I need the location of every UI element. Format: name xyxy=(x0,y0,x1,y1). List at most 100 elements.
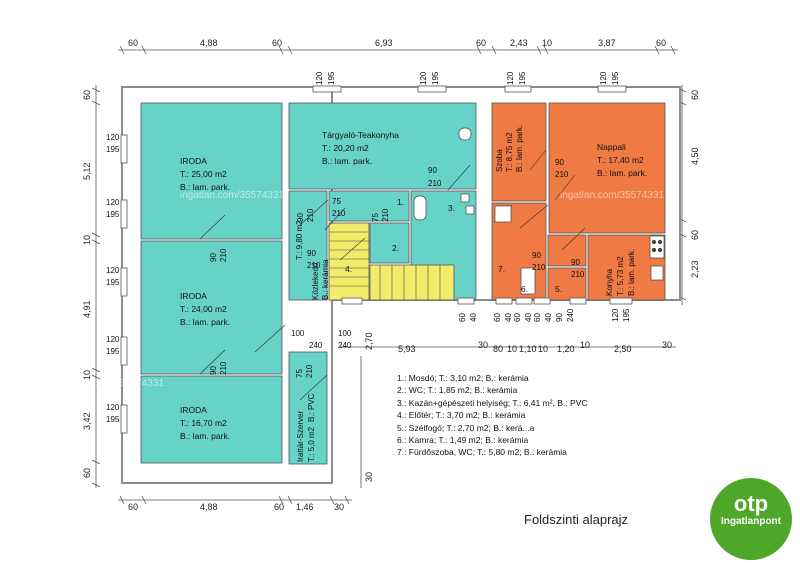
door-h: 210 xyxy=(219,248,228,262)
room-stairs xyxy=(328,222,370,301)
staircase xyxy=(329,231,441,300)
window-h: 40 xyxy=(544,313,553,322)
targyalo-area: T.: 20,20 m2 xyxy=(322,143,369,153)
konyha-floor: B.: lam. park. xyxy=(627,249,636,296)
door-w: 75 xyxy=(332,197,341,206)
iroda1-name: IRODA xyxy=(180,156,207,166)
dim-left: 60 xyxy=(82,468,92,478)
dim-left: 3,42 xyxy=(82,412,92,430)
door-w: 90 xyxy=(532,251,541,260)
dim-top: 60 xyxy=(476,38,486,48)
room-irattar xyxy=(288,351,328,465)
room-1-mosdo xyxy=(328,190,410,222)
dim-left: 10 xyxy=(82,235,92,245)
window-h: 240 xyxy=(566,308,575,322)
dim-bottom: 60 xyxy=(128,502,138,512)
door-h: 210 xyxy=(532,263,546,272)
watermark: ingatlan.com/35574331 xyxy=(60,378,164,389)
opening-w: 120 xyxy=(419,71,428,85)
dim-mid: 1,10 xyxy=(519,344,537,354)
door-h: 240 xyxy=(338,341,352,350)
dim-right: 2,23 xyxy=(690,260,700,278)
dim-mid: 1,20 xyxy=(557,344,575,354)
door-h: 210 xyxy=(571,270,585,279)
irattar-floor: B.: PVC xyxy=(307,393,316,422)
window-w: 60 xyxy=(533,313,542,322)
opening-labels: 120 195 120 195 120 195 120 195 120 195 … xyxy=(106,71,631,424)
door-h: 210 xyxy=(307,261,321,270)
room-iroda-2 xyxy=(140,240,283,375)
legend-item: 2.: WC; T.: 1,85 m2; B.: kerámia xyxy=(397,385,518,396)
dim-mid: 10 xyxy=(538,344,548,354)
room-targyalo xyxy=(288,102,477,190)
szoba-area: T.: 8,75 m2 xyxy=(505,132,514,172)
window-w: 60 xyxy=(493,313,502,322)
dim-right: 60 xyxy=(690,90,700,100)
nappali-area: T.: 17,40 m2 xyxy=(597,155,644,165)
dimension-labels: 60 4,88 60 6,93 60 2,43 10 3,87 60 60 4,… xyxy=(82,38,700,512)
door-h: 210 xyxy=(219,361,228,375)
nappali-floor: B.: lam. park. xyxy=(597,168,647,178)
door-w: 90 xyxy=(571,258,580,267)
door-h: 210 xyxy=(555,170,569,179)
door-w: 90 xyxy=(209,253,218,262)
dim-top: 6,93 xyxy=(375,38,393,48)
dim-left: 4,91 xyxy=(82,300,92,318)
plan-caption: Foldszinti alaprajz xyxy=(524,512,629,527)
dim-mid-left: 2,70 xyxy=(364,332,374,350)
iroda2-area: T.: 24,00 m2 xyxy=(180,304,227,314)
dim-top: 3,87 xyxy=(598,38,616,48)
room-4-eloter xyxy=(369,264,455,301)
dim-top: 60 xyxy=(128,38,138,48)
opening-h: 195 xyxy=(106,210,120,219)
door-h: 210 xyxy=(305,364,314,378)
dim-bottom: 30 xyxy=(334,502,344,512)
room-2-wc xyxy=(369,222,410,264)
dim-right: 4,50 xyxy=(690,147,700,165)
door-w: 90 xyxy=(307,249,316,258)
opening-h: 195 xyxy=(518,71,527,85)
dim-mid: 5,93 xyxy=(398,344,416,354)
iroda3-floor: B.: lam. park. xyxy=(180,431,230,441)
door-w: 100 xyxy=(291,329,305,338)
opening-h: 195 xyxy=(106,145,120,154)
door-h: 210 xyxy=(428,179,442,188)
dim-mid: 80 xyxy=(493,344,503,354)
legend-item: 3.: Kazán+gépészeti helyiség; T.: 6,41 m… xyxy=(397,397,588,408)
door-h: 210 xyxy=(381,208,390,222)
room-6-kamra xyxy=(547,267,587,301)
watermark: ingatlan.com/35574331 xyxy=(180,190,284,201)
dim-mid: 2,50 xyxy=(614,344,632,354)
irattar-area: T.: 5,0 m2 xyxy=(307,426,316,462)
opening-h: 195 xyxy=(106,415,120,424)
legend-item: 6.: Kamra; T.: 1,49 m2; B.: kerámia xyxy=(397,435,529,446)
windows xyxy=(120,85,633,434)
dim-left: 10 xyxy=(82,370,92,380)
room-szoba xyxy=(491,102,547,202)
otp-logo[interactable]: otp Ingatlanpont xyxy=(710,478,792,560)
window-w: 60 xyxy=(513,313,522,322)
door-w: 75 xyxy=(295,369,304,378)
window-h: 195 xyxy=(622,308,631,322)
kozlekedo-area: T.: 9,80 m2 xyxy=(295,220,304,260)
room-labels: IRODA T.: 25,00 m2 B.: lam. park. IRODA … xyxy=(180,125,647,462)
konyha-name: Konyha xyxy=(605,268,614,296)
dim-top: 60 xyxy=(656,38,666,48)
window-w: 90 xyxy=(555,313,564,322)
watermark-group: ingatlan.com/35574331 ingatlan.com/35574… xyxy=(60,190,664,389)
dim-bottom: 4,88 xyxy=(200,502,218,512)
dim-bottom: 60 xyxy=(274,502,284,512)
room-iroda-1 xyxy=(140,102,283,240)
opening-w: 120 xyxy=(106,403,120,412)
room-5-szelfogo xyxy=(547,234,587,267)
door-w: 75 xyxy=(371,213,380,222)
iroda3-area: T.: 16,70 m2 xyxy=(180,418,227,428)
room-number-4: 4. xyxy=(345,264,352,274)
dim-mid: 10 xyxy=(580,340,590,350)
door-w: 100 xyxy=(338,329,352,338)
window-w: 60 xyxy=(458,313,467,322)
room-number-7: 7. xyxy=(498,264,505,274)
dim-bottom: 1,46 xyxy=(296,502,314,512)
opening-w: 120 xyxy=(106,133,120,142)
